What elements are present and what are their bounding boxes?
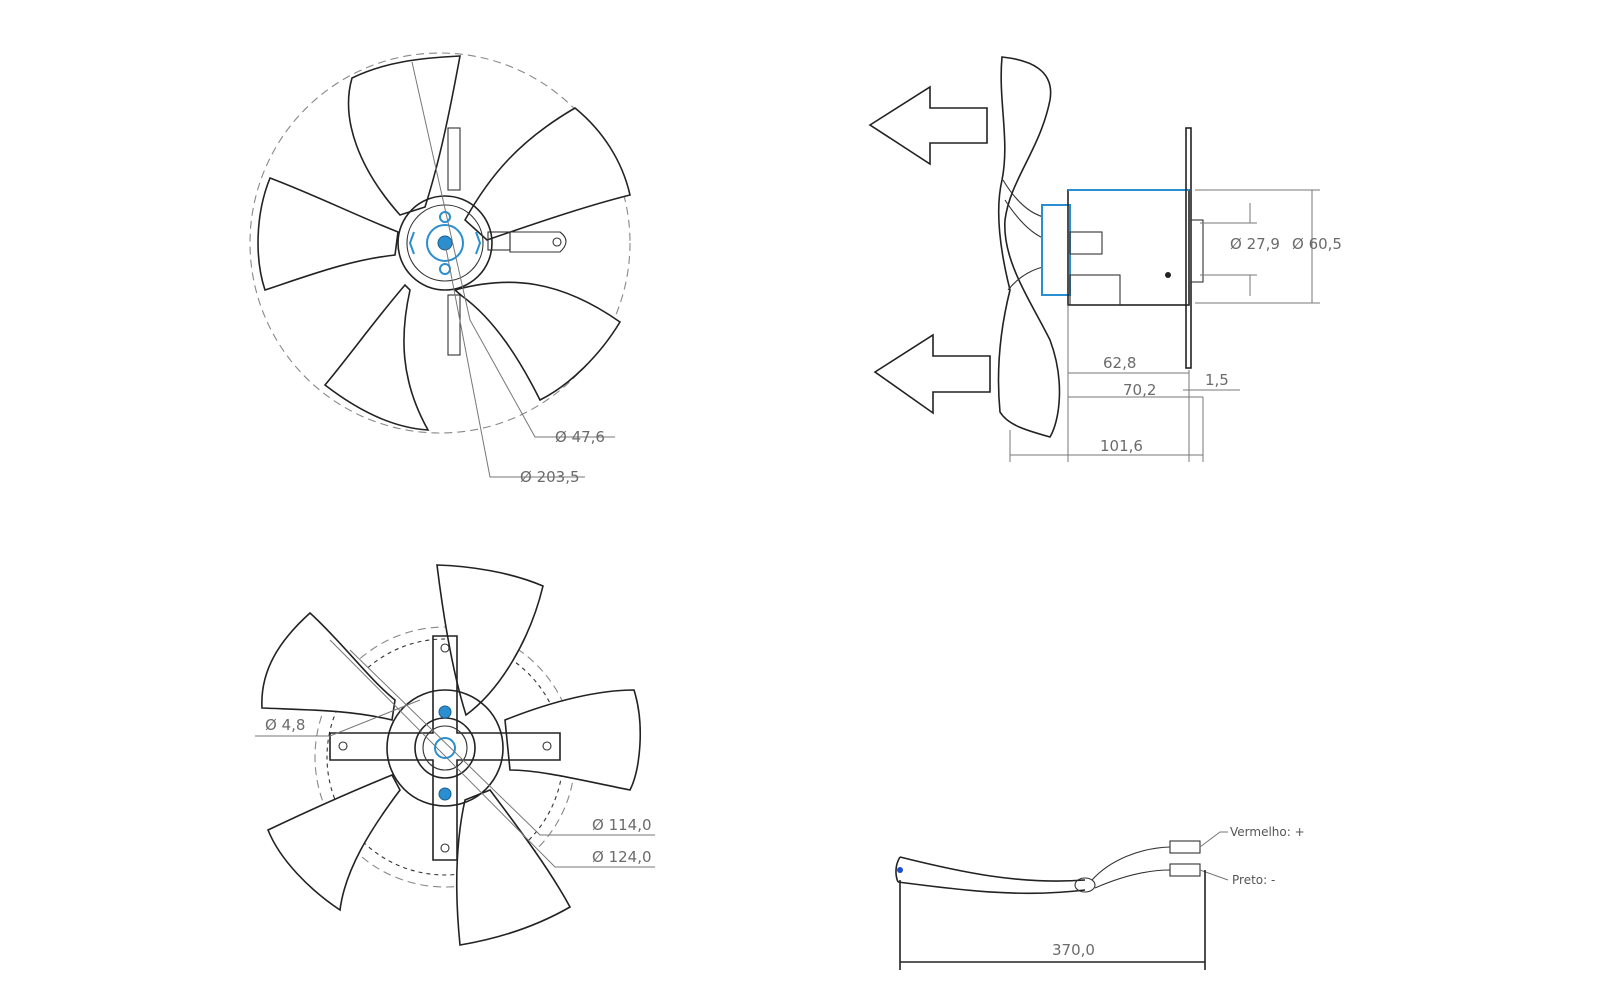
dim-flange-label: 1,5 [1205, 371, 1229, 389]
dim-cable-lines [899, 870, 1206, 970]
black-wire [1094, 869, 1171, 889]
dim-bolt-label: Ø 114,0 [592, 816, 652, 834]
red-connector [1169, 840, 1201, 854]
motor-body [1067, 189, 1190, 306]
dim-bolt-leader [349, 649, 655, 836]
rear-view: Ø 4,8 Ø 114,0 Ø 124,0 [255, 564, 655, 946]
bracket-hole-bottom [440, 843, 450, 853]
terminal-hole [552, 237, 562, 247]
side-hub [1041, 204, 1071, 296]
side-view: Ø 27,9 Ø 60,5 62,8 1,5 70,2 101,6 [868, 56, 1342, 462]
mount-strap [447, 127, 461, 191]
motor-foot [1069, 274, 1121, 306]
blade-profile [997, 56, 1061, 438]
black-connector [1169, 863, 1201, 877]
cable-top [899, 856, 1086, 882]
airflow-arrow-bottom [873, 333, 991, 415]
dim-motor-lines [1195, 189, 1320, 304]
rear-hub [386, 689, 504, 807]
cable-end [895, 856, 901, 883]
dim-shaft-label: Ø 27,9 [1230, 235, 1280, 253]
cable-view: Vermelho: + Preto: - 370,0 [895, 825, 1305, 970]
bracket-hole-right [542, 741, 552, 751]
dim-hub-label: Ø 47,6 [555, 428, 605, 446]
rear-blades [261, 564, 641, 946]
sweep-circle [249, 52, 631, 434]
hub-clip-right [475, 231, 482, 255]
dim-sweep-label: Ø 203,5 [520, 468, 580, 486]
hub-clip-left [408, 231, 415, 255]
rear-screw-bottom [438, 787, 452, 801]
airflow-arrow-top [868, 85, 988, 166]
dim-motor-label: Ø 60,5 [1292, 235, 1342, 253]
dim-ring-label: Ø 124,0 [592, 848, 652, 866]
hub-screw-top [439, 211, 451, 223]
dim-hole-label: Ø 4,8 [265, 716, 305, 734]
front-blades [257, 55, 631, 431]
red-wire [1091, 846, 1171, 881]
dim-length-lines [1009, 305, 1240, 462]
cross-bracket [329, 635, 561, 861]
cable-split [1074, 877, 1096, 893]
front-view: Ø 47,6 Ø 203,5 [249, 52, 631, 486]
dim-total-label: 101,6 [1100, 437, 1143, 455]
black-wire-label: Preto: - [1232, 873, 1275, 887]
rear-hub-ring [422, 725, 468, 771]
hub-ring [406, 204, 484, 282]
dim-cable-label: 370,0 [1052, 941, 1095, 959]
dim-motor-len-label: 70,2 [1123, 381, 1156, 399]
bracket-hole-left [338, 741, 348, 751]
mount-strap-lower [447, 294, 461, 356]
terminal-tab [509, 231, 567, 253]
rear-screw-top [438, 705, 452, 719]
dim-sweep-leader [444, 242, 585, 478]
dim-hub-leader [411, 61, 615, 438]
dim-hole-leader [255, 699, 421, 737]
hub-outer [397, 195, 493, 291]
bracket-hole-top [440, 643, 450, 653]
red-wire-label: Vermelho: + [1230, 825, 1305, 839]
motor-dot [1165, 272, 1171, 278]
motor-end-cap [1190, 219, 1204, 283]
cable-bottom [897, 881, 1086, 895]
red-leader [1199, 831, 1228, 848]
cable-end-mark [897, 867, 903, 873]
dim-shaft-lines [1200, 203, 1257, 296]
dim-body-label: 62,8 [1103, 354, 1136, 372]
rear-bearing [434, 737, 456, 759]
side-terminal [1069, 231, 1103, 255]
hub-screw-bottom [439, 263, 451, 275]
dim-ring-leader [329, 639, 655, 868]
